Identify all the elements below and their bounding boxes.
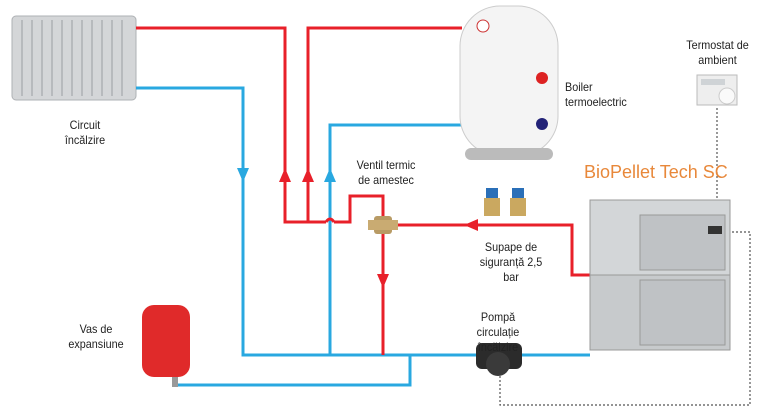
control-wires [499, 108, 751, 406]
room-thermostat [696, 74, 738, 106]
label-expansion-vessel: Vas de expansiune [68, 322, 124, 351]
arrow-up-icon [279, 168, 291, 182]
label-electric-boiler: Boiler termoelectric [565, 80, 627, 109]
arrow-up-icon [324, 168, 336, 182]
circulation-pump [476, 343, 522, 376]
label-safety-valves: Supape de siguranță 2,5 bar [479, 240, 543, 284]
electric-boiler [459, 5, 559, 160]
safety-valves [484, 188, 526, 216]
hot-pipes [136, 26, 592, 355]
cold-pipes [136, 86, 590, 387]
expansion-vessel [142, 305, 190, 387]
label-room-thermostat: Termostat de ambient [686, 38, 749, 67]
arrow-down-icon [237, 168, 249, 182]
arrow-down-icon [377, 274, 389, 288]
arrow-up-icon [302, 168, 314, 182]
product-name: BioPellet Tech SC [584, 162, 728, 182]
biopellet-boiler [589, 199, 731, 351]
flow-arrows [237, 168, 478, 288]
mixing-valve [368, 216, 398, 234]
label-heating-circuit: Circuit încălzire [64, 118, 106, 147]
label-pump: Pompă circulație încălzire [476, 310, 520, 354]
radiator [11, 15, 137, 101]
arrow-left-icon [464, 219, 478, 231]
label-mixing-valve: Ventil termic de amestec [356, 158, 416, 187]
